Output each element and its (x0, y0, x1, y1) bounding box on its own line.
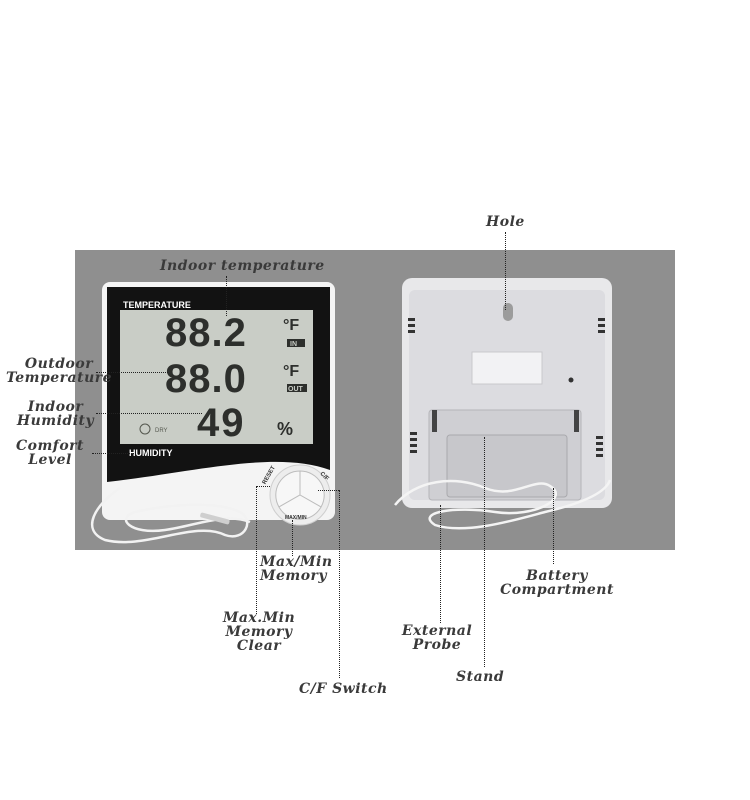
label-battery-compartment: Battery Compartment (497, 569, 617, 597)
humidity-unit: % (277, 419, 293, 439)
maxmin-button-label: MAX/MIN (285, 515, 307, 521)
out-tag-box (287, 384, 307, 392)
label-external-probe-line1: External (401, 623, 473, 639)
leader-battery-compartment (553, 488, 554, 564)
in-tag-box (287, 339, 305, 347)
label-cf-switch: C/F Switch (299, 681, 388, 697)
leader-comfort-level (92, 453, 134, 454)
label-battery-compartment-line1: Battery (526, 568, 588, 584)
maxmin-button[interactable] (278, 494, 322, 520)
label-comfort-level-line1: Comfort (16, 438, 84, 454)
label-external-probe: External Probe (397, 624, 477, 652)
label-maxmin-memory-clear-line3: Clear (236, 638, 282, 654)
label-maxmin-memory-line2: Memory (260, 568, 328, 584)
probe-cable (91, 486, 251, 544)
leader-indoor-humidity (96, 413, 202, 414)
humidity-readout: 49 (197, 401, 246, 445)
label-outdoor-temperature-line2: Temperature (5, 370, 113, 386)
leader-maxmin-memory-clear (256, 486, 257, 614)
lcd-screen (120, 310, 313, 444)
outdoor-temperature-readout: 88.0 (165, 357, 247, 401)
front-view-illustration: TEMPERATURE HUMIDITY 88.2 °F IN 88.0 °F … (91, 282, 335, 544)
stand-hinge-right (574, 410, 579, 432)
out-tag: OUT (288, 386, 304, 393)
back-view-photo (375, 250, 675, 550)
label-maxmin-memory-clear-line2: Memory (225, 624, 293, 640)
indoor-temperature-readout: 88.2 (165, 311, 247, 355)
label-hole: Hole (486, 214, 525, 230)
label-battery-compartment-line2: Compartment (500, 582, 614, 598)
leader-outdoor-temperature (96, 372, 168, 373)
back-window (471, 351, 543, 385)
leader-stand (484, 437, 485, 667)
back-dot (568, 377, 574, 383)
leader-maxmin-memory (292, 520, 293, 556)
label-comfort-level: Comfort Level (10, 439, 90, 467)
probe-tip (200, 512, 230, 525)
stand-hinge-left (432, 410, 437, 432)
label-indoor-temperature: Indoor temperature (160, 258, 325, 274)
case-label-temperature: TEMPERATURE (123, 300, 191, 310)
front-view-photo: TEMPERATURE HUMIDITY 88.2 °F IN 88.0 °F … (75, 250, 375, 550)
indoor-unit-label: °F (283, 317, 299, 334)
in-tag: IN (290, 341, 297, 348)
cf-button-label: C/F (318, 471, 329, 482)
battery-compartment (446, 434, 568, 498)
back-view-illustration (394, 278, 612, 530)
case-label-humidity: HUMIDITY (129, 448, 173, 458)
leader-maxmin-memory-clear-h (256, 486, 270, 487)
label-external-probe-line2: Probe (412, 637, 462, 653)
label-maxmin-memory: Max/Min Memory (260, 555, 333, 583)
leader-indoor-temperature (226, 276, 227, 316)
leader-external-probe (440, 505, 441, 623)
label-indoor-humidity-line1: Indoor (27, 399, 84, 415)
leader-hole (505, 232, 506, 310)
vent-slots (408, 318, 605, 457)
leader-cf-switch (339, 490, 340, 678)
label-outdoor-temperature-line1: Outdoor (24, 356, 94, 372)
label-comfort-level-line2: Level (28, 452, 72, 468)
comfort-indicator: DRY (155, 428, 168, 434)
leader-cf-switch-h (318, 490, 339, 491)
label-indoor-humidity: Indoor Humidity (8, 400, 103, 428)
label-maxmin-memory-line1: Max/Min (260, 554, 333, 570)
outdoor-unit-label: °F (283, 363, 299, 380)
label-maxmin-memory-clear-line1: Max.Min (222, 610, 296, 626)
label-maxmin-memory-clear: Max.Min Memory Clear (219, 611, 299, 653)
comfort-face-icon (139, 423, 151, 435)
label-stand: Stand (456, 669, 505, 685)
label-outdoor-temperature: Outdoor Temperature (0, 357, 118, 385)
label-indoor-humidity-line2: Humidity (16, 413, 95, 429)
